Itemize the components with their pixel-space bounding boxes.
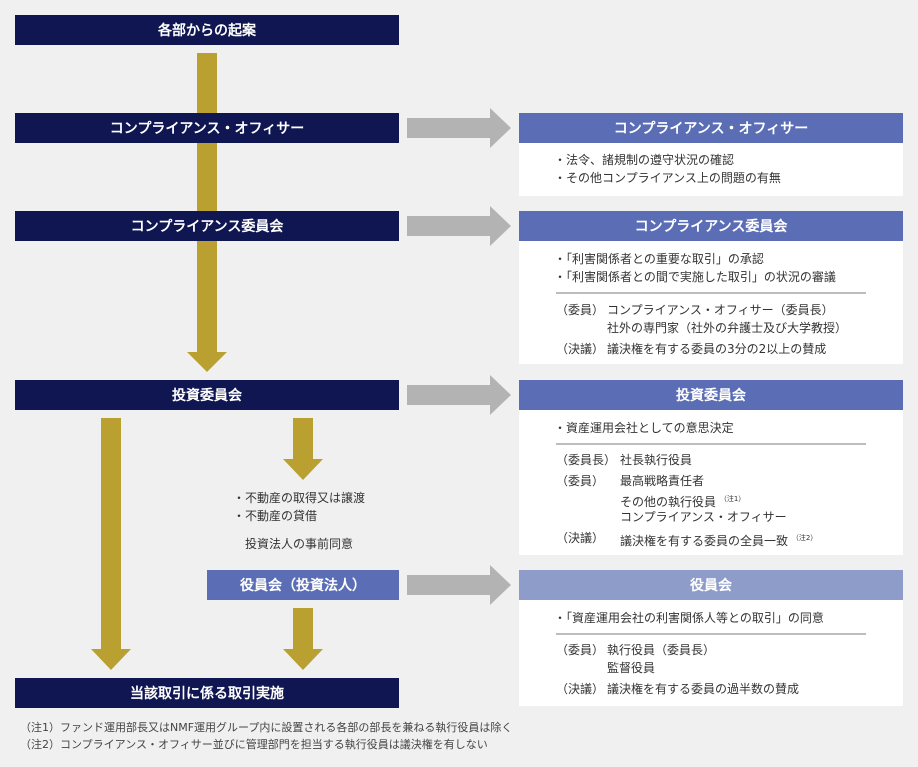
board-flow-arrow-shaft: [293, 608, 313, 650]
board-flow-arrow-head: [283, 649, 323, 670]
ic-chair: 社長執行役員: [620, 453, 693, 467]
mid-flow-arrow-head: [283, 459, 323, 480]
main-flow-arrow-head: [187, 352, 227, 372]
ic-panel-title: 投資委員会: [519, 380, 903, 410]
mid-flow-arrow-shaft: [293, 418, 313, 460]
board-item-1: ・「資産運用会社の利害関係人等との取引」の同意: [554, 611, 824, 625]
arrow-right-cc: [407, 206, 511, 246]
board-divider: [556, 633, 866, 635]
ic-divider: [556, 443, 866, 445]
ic-member-1: 最高戦略責任者: [620, 474, 705, 488]
arrow-right-board: [407, 565, 511, 605]
note2-mark: （注2）: [791, 534, 818, 542]
ic-resolution-row: 議決権を有する委員の全員一致 （注2）: [620, 529, 817, 550]
ic-resolution: 議決権を有する委員の全員一致: [620, 534, 789, 548]
final-box: 当該取引に係る取引実施: [15, 678, 399, 708]
co-panel-title: コンプライアンス・オフィサー: [519, 113, 903, 143]
cc-member-2: 社外の専門家（社外の弁護士及び大学教授）: [607, 321, 848, 335]
mid-consent: 投資法人の事前同意: [245, 537, 354, 551]
footnote-1: （注1）ファンド運用部長又はNMF運用グループ内に設置される各部の部長を兼ねる執…: [20, 721, 513, 734]
ic-member-2: その他の執行役員: [620, 495, 717, 509]
mid-item-lease: ・不動産の貸借: [233, 509, 318, 523]
cc-item-2: ・「利害関係者との間で実施した取引」の状況の審議: [554, 270, 836, 284]
ic-box: 投資委員会: [15, 380, 399, 410]
board-panel-body: ・「資産運用会社の利害関係人等との取引」の同意 （委員） 執行役員（委員長） 監…: [519, 600, 903, 706]
ic-members-label: （委員）: [556, 474, 605, 488]
cc-panel-title: コンプライアンス委員会: [519, 211, 903, 241]
mid-item-acquisition: ・不動産の取得又は譲渡: [233, 491, 366, 505]
ic-member-3: コンプライアンス・オフィサー: [620, 510, 787, 524]
cc-item-1: ・「利害関係者との重要な取引」の承認: [554, 252, 764, 266]
cc-divider: [556, 292, 866, 294]
proposal-box: 各部からの起案: [15, 15, 399, 45]
board-member-1: 執行役員（委員長）: [607, 643, 716, 657]
ic-panel-body: ・資産運用会社としての意思決定 （委員長） 社長執行役員 （委員） 最高戦略責任…: [519, 410, 903, 555]
cc-member-1: コンプライアンス・オフィサー（委員長）: [607, 303, 834, 317]
cc-box: コンプライアンス委員会: [15, 211, 399, 241]
co-item-1: ・法令、諸規制の遵守状況の確認: [554, 153, 735, 167]
arrow-right-ic: [407, 375, 511, 415]
board-box: 役員会（投資法人）: [207, 570, 399, 600]
ic-item-1: ・資産運用会社としての意思決定: [554, 421, 734, 435]
ic-resolution-label: （決議）: [556, 531, 605, 545]
arrow-right-co: [407, 108, 511, 148]
footnote-2: （注2）コンプライアンス・オフィサー並びに管理部門を担当する執行役員は議決権を有…: [20, 738, 488, 751]
cc-panel-body: ・「利害関係者との重要な取引」の承認 ・「利害関係者との間で実施した取引」の状況…: [519, 241, 903, 364]
board-members-label: （委員）: [556, 643, 605, 657]
board-resolution-label: （決議）: [556, 682, 605, 696]
cc-members-label: （委員）: [556, 303, 605, 317]
co-item-2: ・その他コンプライアンス上の問題の有無: [554, 171, 781, 185]
left-flow-arrow-shaft: [101, 418, 121, 650]
co-panel-body: ・法令、諸規制の遵守状況の確認 ・その他コンプライアンス上の問題の有無: [519, 143, 903, 196]
board-member-2: 監督役員: [607, 661, 656, 675]
cc-resolution-label: （決議）: [556, 342, 605, 356]
ic-member-2-row: その他の執行役員 （注1）: [620, 490, 745, 511]
cc-resolution: 議決権を有する委員の3分の2以上の賛成: [607, 342, 827, 356]
ic-chair-label: （委員長）: [556, 453, 617, 467]
left-flow-arrow-head: [91, 649, 131, 670]
co-box: コンプライアンス・オフィサー: [15, 113, 399, 143]
main-flow-arrow-shaft: [197, 53, 217, 353]
board-resolution: 議決権を有する委員の過半数の賛成: [607, 682, 800, 696]
board-panel-title: 役員会: [519, 570, 903, 600]
note1-mark: （注1）: [719, 495, 746, 503]
